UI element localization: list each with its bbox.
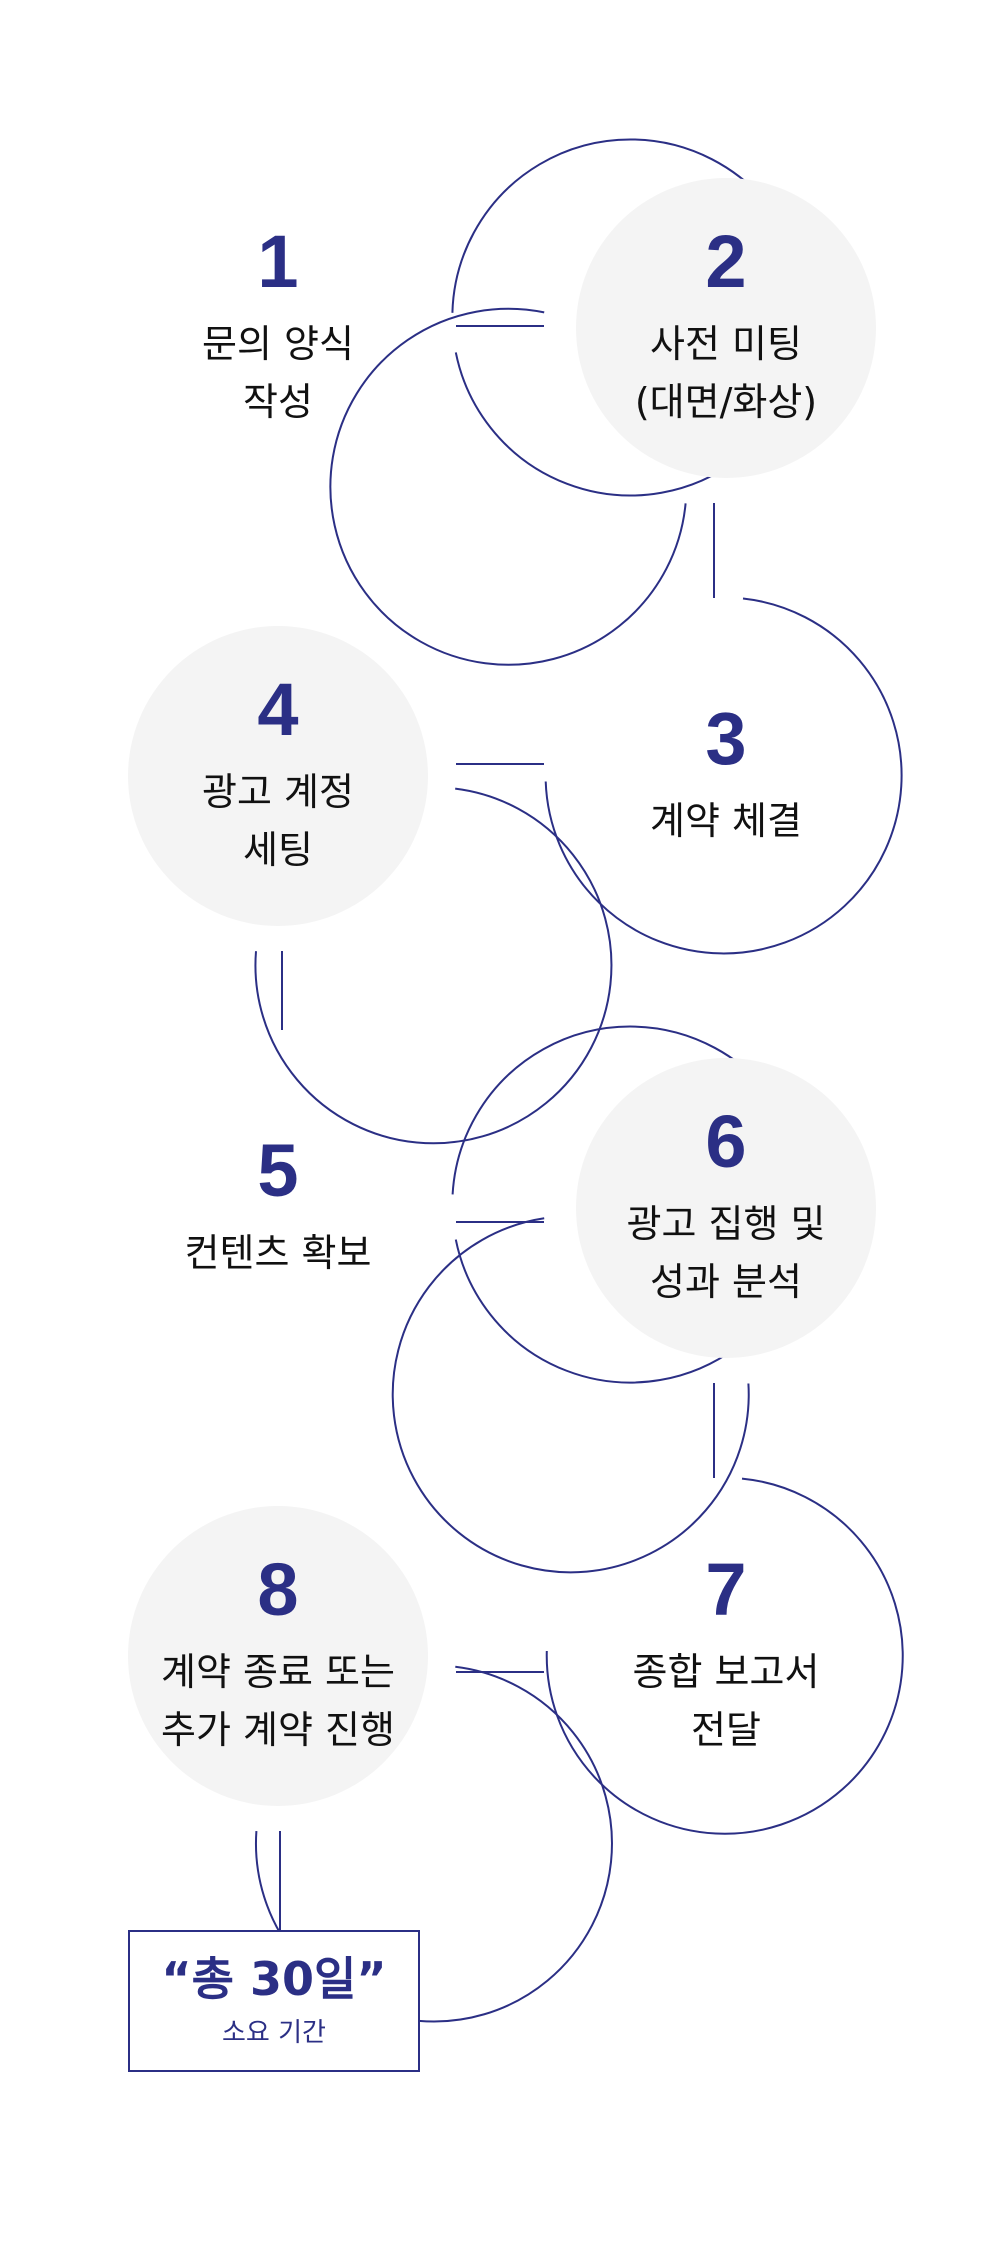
summary-box: “총 30일” 소요 기간 <box>128 1930 420 2072</box>
step-5: 5 컨텐츠 확보 <box>100 1030 456 1386</box>
ring-4 <box>254 787 613 1145</box>
step-6: 6 광고 집행 및 성과 분석 <box>548 1030 904 1386</box>
step-1: 1 문의 양식 작성 <box>100 150 456 506</box>
step-label: 사전 미팅 (대면/화상) <box>634 322 818 424</box>
step-label: 문의 양식 작성 <box>202 322 354 424</box>
step-8-content: 8 계약 종료 또는 추가 계약 진행 <box>128 1506 428 1806</box>
ring-6 <box>391 1217 750 1574</box>
step-2-content: 2 사전 미팅 (대면/화상) <box>576 178 876 478</box>
step-label: 광고 집행 및 성과 분석 <box>626 1202 826 1304</box>
summary-title: “총 30일” <box>161 1952 386 2006</box>
step-number: 2 <box>705 220 747 303</box>
summary-subtitle: 소요 기간 <box>222 2018 326 2048</box>
step-label: 종합 보고서 전달 <box>632 1650 820 1752</box>
step-7-content: 7 종합 보고서 전달 <box>576 1506 876 1806</box>
step-number: 3 <box>705 697 747 780</box>
step-number: 8 <box>257 1548 299 1631</box>
step-number: 5 <box>257 1129 299 1212</box>
summary-title-text: “총 30일” <box>161 1952 387 2006</box>
step-3-content: 3 계약 체결 <box>576 626 876 926</box>
step-label: 계약 체결 <box>650 799 802 843</box>
step-label: 컨텐츠 확보 <box>184 1231 372 1275</box>
step-5-content: 5 컨텐츠 확보 <box>128 1058 428 1358</box>
step-1-content: 1 문의 양식 작성 <box>128 178 428 478</box>
step-2: 2 사전 미팅 (대면/화상) <box>548 150 904 506</box>
ring-3 <box>544 597 903 955</box>
step-3: 3 계약 체결 <box>548 598 904 954</box>
step-4: 4 광고 계정 세팅 <box>100 598 456 954</box>
ring-7 <box>545 1477 904 1835</box>
step-label: 광고 계정 세팅 <box>202 770 354 872</box>
ring-2 <box>329 307 687 666</box>
step-8: 8 계약 종료 또는 추가 계약 진행 <box>100 1478 456 1834</box>
step-4-content: 4 광고 계정 세팅 <box>128 626 428 926</box>
step-number: 4 <box>257 668 299 751</box>
step-number: 7 <box>705 1548 747 1631</box>
step-number: 6 <box>705 1100 747 1183</box>
step-7: 7 종합 보고서 전달 <box>548 1478 904 1834</box>
step-6-content: 6 광고 집행 및 성과 분석 <box>576 1058 876 1358</box>
step-label: 계약 종료 또는 추가 계약 진행 <box>161 1650 395 1752</box>
step-number: 1 <box>257 220 299 303</box>
